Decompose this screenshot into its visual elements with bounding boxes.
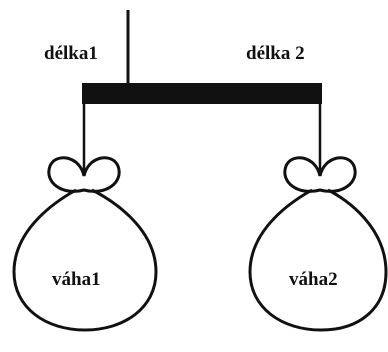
length-right-label: délka 2 [246, 43, 305, 64]
left-weight-bag [12, 156, 158, 332]
length-left-label: délka1 [44, 43, 98, 64]
balance-beam [82, 83, 322, 104]
weight-left-label: váha1 [52, 269, 101, 290]
right-weight-bag [248, 156, 388, 332]
weight-right-label: váha2 [289, 269, 338, 290]
